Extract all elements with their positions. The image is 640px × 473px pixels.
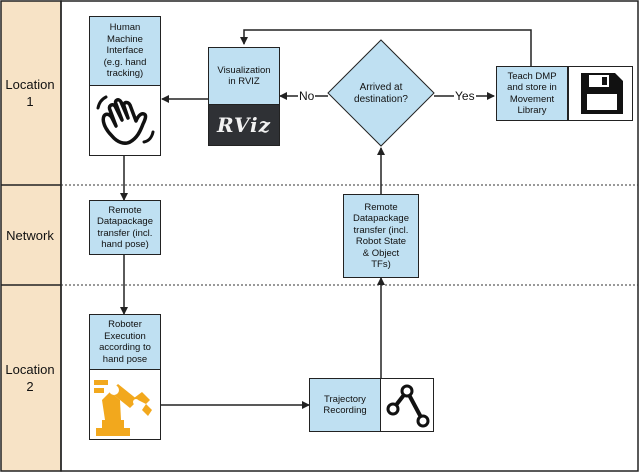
decision-diamond: [327, 39, 435, 147]
edge-label-yes: Yes: [454, 89, 476, 103]
roboter-execution-box: Roboter Execution according to hand pose: [89, 314, 161, 370]
teach-dmp-box: Teach DMP and store in Movement Library: [496, 66, 568, 121]
edge-label-no: No: [298, 89, 316, 103]
rviz-logo-text: RViz: [216, 113, 272, 137]
lane-column: [0, 0, 62, 472]
rviz-logo-icon: RViz: [208, 104, 280, 146]
floppy-disk-icon: [568, 66, 633, 121]
trajectory-path-icon: [380, 378, 434, 432]
arrow-teach-to-rviz: [240, 29, 532, 66]
network-transfer-robot-state-box: Remote Datapackage transfer (incl. Robot…: [343, 194, 419, 278]
diagram-frame: [60, 0, 639, 472]
lane-label-location-1: Location 1: [5, 77, 55, 109]
rviz-box: Visualization in RVIZ: [208, 47, 280, 105]
robot-arm-icon: [89, 369, 161, 440]
trajectory-recording-box: Trajectory Recording: [309, 378, 381, 432]
decision-label: Arrived at destination?: [354, 82, 408, 105]
lane-label-location-2: Location 2: [5, 362, 55, 394]
hmi-box: Human Machine Interface (e.g. hand track…: [89, 16, 161, 86]
hand-wave-icon: [89, 85, 161, 156]
network-transfer-hand-pose-box: Remote Datapackage transfer (incl. hand …: [89, 200, 161, 255]
lane-label-network: Network: [6, 227, 54, 243]
